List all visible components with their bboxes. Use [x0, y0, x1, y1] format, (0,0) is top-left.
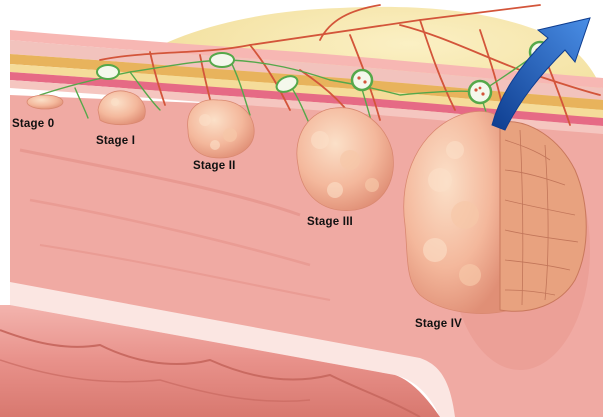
stage-2-label: Stage II	[193, 160, 236, 172]
lymph-node-icon	[210, 53, 234, 67]
stage-1-label: Stage I	[96, 135, 135, 147]
lymph-node-icon	[97, 65, 119, 79]
tumor-stage-0	[27, 95, 63, 109]
stage-4-label: Stage IV	[415, 318, 462, 330]
stage-0-label: Stage 0	[12, 118, 54, 130]
stage-3-label: Stage III	[307, 216, 353, 228]
lymph-node-icon	[352, 70, 372, 90]
lymph-node-icon	[469, 81, 491, 103]
